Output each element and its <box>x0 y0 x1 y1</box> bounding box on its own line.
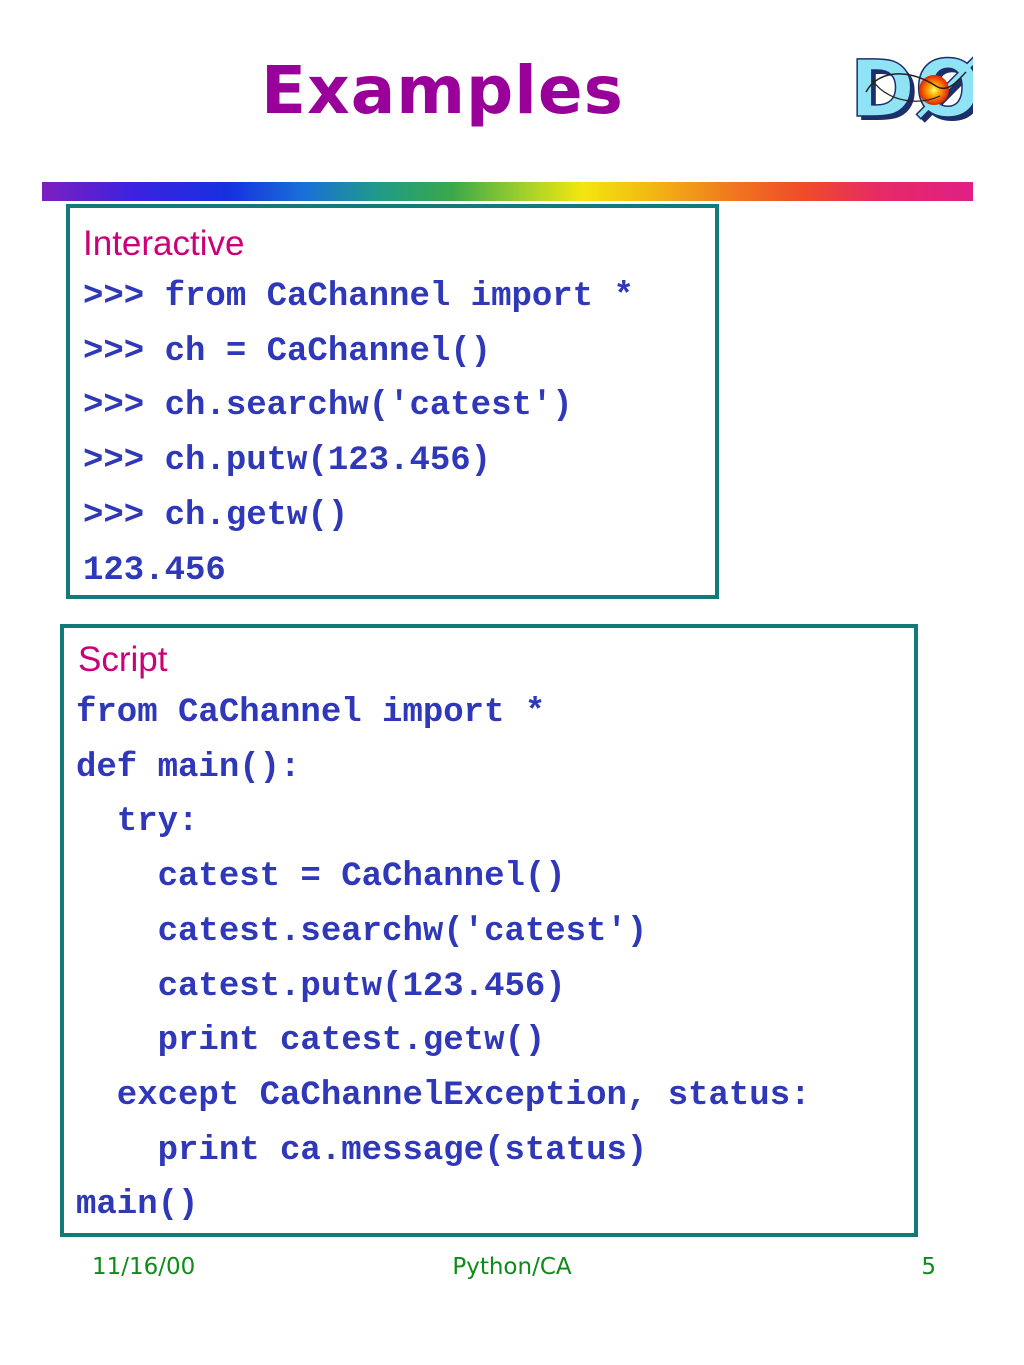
interactive-heading: Interactive <box>83 224 245 263</box>
footer-page-number: 5 <box>921 1254 936 1280</box>
code-output-line: 123.456 <box>83 551 226 590</box>
code-line: print ca.message(status) <box>76 1131 648 1170</box>
code-line: >>> from CaChannel import * <box>83 278 634 316</box>
footer-date: 11/16/00 <box>92 1254 196 1280</box>
code-line: >>> ch.getw() <box>83 496 349 535</box>
code-line: try: <box>76 803 199 842</box>
rainbow-divider <box>42 182 973 201</box>
code-line: catest.searchw('catest') <box>76 912 648 951</box>
slide-title: Examples <box>261 52 624 129</box>
code-line: from CaChannel import * <box>76 694 546 732</box>
code-line: >>> ch = CaChannel() <box>83 332 492 371</box>
footer-title: Python/CA <box>452 1254 572 1280</box>
logo-text: DØ <box>854 50 973 132</box>
d0-logo-icon: DØ DØ <box>849 50 973 132</box>
code-line: >>> ch.putw(123.456) <box>83 442 492 481</box>
code-line: except CaChannelException, status: <box>76 1076 811 1115</box>
code-line: print catest.getw() <box>76 1022 546 1061</box>
script-heading: Script <box>78 640 168 679</box>
code-line: def main(): <box>76 748 301 787</box>
svg-text:DØ: DØ <box>850 50 973 132</box>
code-line: >>> ch.searchw('catest') <box>83 387 573 426</box>
code-line: catest.putw(123.456) <box>76 967 566 1006</box>
script-example-box: Script from CaChannel import * def main(… <box>60 624 918 1237</box>
code-line: main() <box>76 1186 199 1225</box>
code-line: catest = CaChannel() <box>76 858 566 897</box>
interactive-example-box: Interactive >>> from CaChannel import * … <box>66 204 719 599</box>
